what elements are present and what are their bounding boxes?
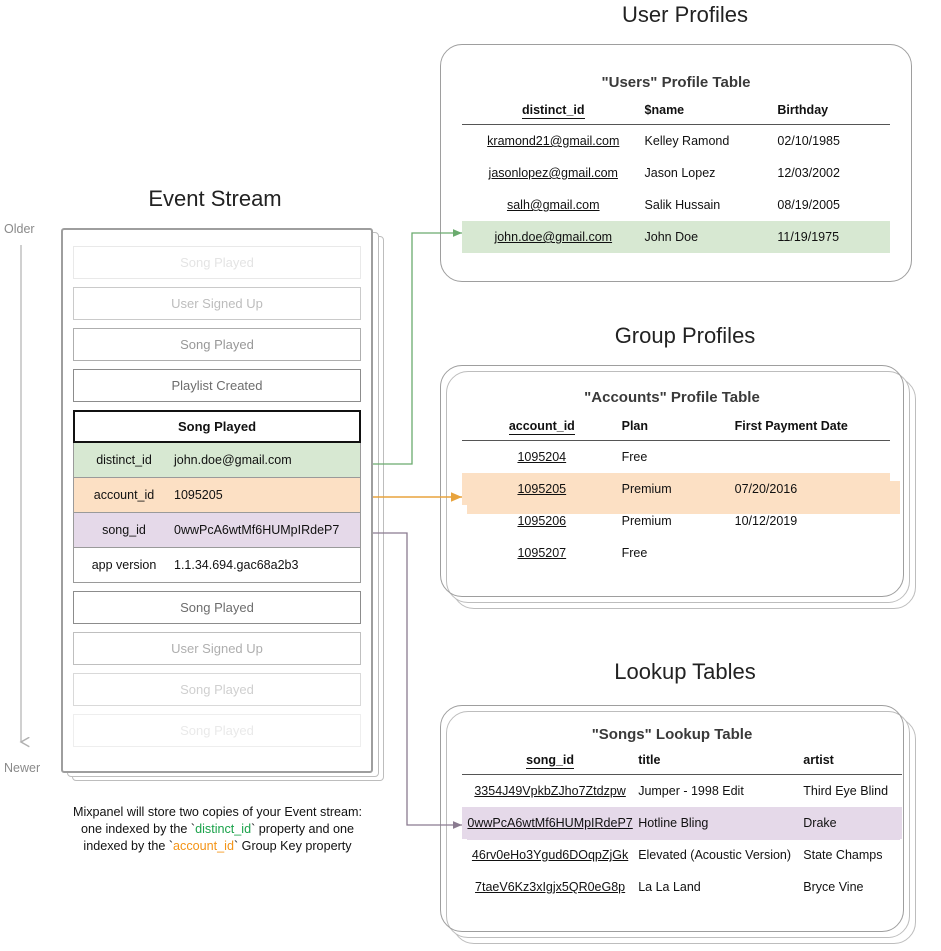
cell-2 — [735, 441, 890, 474]
cell-0: 1095205 — [462, 473, 622, 505]
column-header-0: distinct_id — [462, 103, 645, 125]
group-profiles-title: Group Profiles — [614, 323, 756, 348]
selected-event-header[interactable]: Song Played — [73, 410, 361, 443]
event-box-after-0[interactable]: Song Played — [73, 591, 361, 624]
table-row[interactable]: kramond21@gmail.com Kelley Ramond 02/10/19… — [462, 125, 890, 158]
cell-0: 7taeV6Kz3xIgjx5QR0eG8p — [475, 880, 626, 894]
cell-1: John Doe — [644, 221, 778, 253]
cell-2 — [735, 537, 890, 569]
property-value: 0wwPcA6wtMf6HUMpIRdeP7 — [174, 523, 340, 537]
event-box-1[interactable]: User Signed Up — [73, 287, 361, 320]
column-header-1: $name — [644, 103, 778, 125]
event-property-row-app-version[interactable]: app version 1.1.34.694.gac68a2b3 — [73, 548, 361, 583]
table-row[interactable]: 1095204 Free — [462, 441, 890, 474]
cell-0: john.doe@gmail.com — [462, 221, 645, 253]
cell-0: 3354J49VpkbZJho7Ztdzpw — [474, 784, 626, 798]
cell-2: Drake — [803, 807, 902, 839]
column-header-2: artist — [803, 753, 902, 775]
cell-1: Kelley Ramond — [644, 134, 730, 148]
property-key: song_id — [102, 523, 146, 537]
accounts-table-title: "Accounts" Profile Table — [584, 389, 760, 406]
cell-1: Jumper - 1998 Edit — [638, 784, 744, 798]
cell-1: Jason Lopez — [644, 166, 716, 180]
event-box-0[interactable]: Song Played — [73, 246, 361, 279]
user-profiles-title: User Profiles — [622, 2, 748, 27]
cell-2: 11/19/1975 — [777, 221, 890, 253]
songs-table-title: "Songs" Lookup Table — [591, 726, 753, 743]
column-header-1: Plan — [621, 419, 735, 441]
property-key: account_id — [93, 488, 155, 502]
property-key: app version — [91, 558, 157, 572]
cell-2: 02/10/1985 — [777, 134, 840, 148]
event-property-row-distinct_id[interactable]: distinct_id john.doe@gmail.com — [73, 443, 361, 478]
cell-1: Free — [621, 546, 648, 560]
accounts-profile-card — [440, 365, 904, 597]
timeline-label-newer: Newer — [4, 761, 41, 775]
event-stream-title: Event Stream — [148, 186, 282, 211]
caption-line-1: Mixpanel will store two copies of your E… — [72, 805, 363, 819]
column-header-1: title — [638, 753, 804, 775]
event-property-row-song_id[interactable]: song_id 0wwPcA6wtMf6HUMpIRdeP7 — [73, 513, 361, 548]
diagram-caption: Mixpanel will store two copies of your E… — [40, 804, 395, 855]
timeline-label-older: Older — [4, 222, 35, 236]
column-header-0: account_id — [462, 419, 622, 441]
cell-2: State Champs — [803, 848, 883, 862]
cell-1: Salik Hussain — [644, 198, 721, 212]
caption-line-2: one indexed by the `distinct_id` propert… — [80, 822, 355, 836]
event-box-after-1[interactable]: User Signed Up — [73, 632, 361, 665]
property-value: 1.1.34.694.gac68a2b3 — [174, 558, 299, 572]
cell-0: 0wwPcA6wtMf6HUMpIRdeP7 — [462, 807, 639, 839]
cell-0: salh@gmail.com — [506, 198, 600, 212]
event-property-row-account_id[interactable]: account_id 1095205 — [73, 478, 361, 513]
caption-distinct-id-token: distinct_id — [195, 822, 252, 836]
cell-1: Premium — [621, 514, 672, 528]
caption-account-id-token: account_id — [173, 839, 234, 853]
cell-0: 46rv0eHo3Ygud6DOqpZjGk — [471, 848, 629, 862]
event-box-2[interactable]: Song Played — [73, 328, 361, 361]
cell-2: 07/20/2016 — [734, 473, 890, 505]
event-box-after-2[interactable]: Song Played — [73, 673, 361, 706]
cell-0: jasonlopez@gmail.com — [488, 166, 618, 180]
table-row[interactable]: 46rv0eHo3Ygud6DOqpZjGk Elevated (Acoustic… — [462, 839, 902, 871]
table-row[interactable]: 1095206 Premium 10/12/2019 — [462, 505, 890, 537]
property-value: 1095205 — [174, 488, 223, 502]
cell-2: 10/12/2019 — [734, 514, 798, 528]
cell-0: kramond21@gmail.com — [487, 134, 620, 148]
users-table-title: "Users" Profile Table — [601, 74, 751, 91]
cell-0: 1095204 — [517, 450, 567, 464]
cell-2: 08/19/2005 — [777, 198, 840, 212]
property-value: john.doe@gmail.com — [174, 453, 292, 467]
cell-0: 1095207 — [517, 546, 567, 560]
cell-0: 1095206 — [517, 514, 567, 528]
caption-line-3: indexed by the `account_id` Group Key pr… — [83, 839, 352, 853]
column-header-2: Birthday — [777, 103, 890, 125]
cell-2: Bryce Vine — [803, 880, 864, 894]
event-box-after-3[interactable]: Song Played — [73, 714, 361, 747]
lookup-tables-title: Lookup Tables — [614, 659, 756, 684]
cell-1: Premium — [621, 473, 735, 505]
table-row[interactable]: jasonlopez@gmail.com Jason Lopez 12/03/200… — [462, 157, 890, 189]
table-row[interactable]: salh@gmail.com Salik Hussain 08/19/2005 — [462, 189, 890, 221]
cell-1: Elevated (Acoustic Version) — [638, 848, 792, 862]
table-row[interactable]: 7taeV6Kz3xIgjx5QR0eG8p La La Land Bryce Vi… — [462, 871, 902, 903]
cell-2: Third Eye Blind — [803, 784, 889, 798]
table-row[interactable]: 1095207 Free — [462, 537, 890, 569]
property-key: distinct_id — [96, 453, 152, 467]
cell-2: 12/03/2002 — [777, 166, 840, 180]
column-header-0: song_id — [462, 753, 639, 775]
cell-1: Hotline Bling — [638, 807, 804, 839]
cell-1: La La Land — [638, 880, 701, 894]
column-header-2: First Payment Date — [734, 419, 890, 441]
cell-1: Free — [621, 450, 648, 464]
table-row[interactable]: 3354J49VpkbZJho7Ztdzpw Jumper - 1998 Edit… — [462, 775, 902, 808]
event-box-3[interactable]: Playlist Created — [73, 369, 361, 402]
